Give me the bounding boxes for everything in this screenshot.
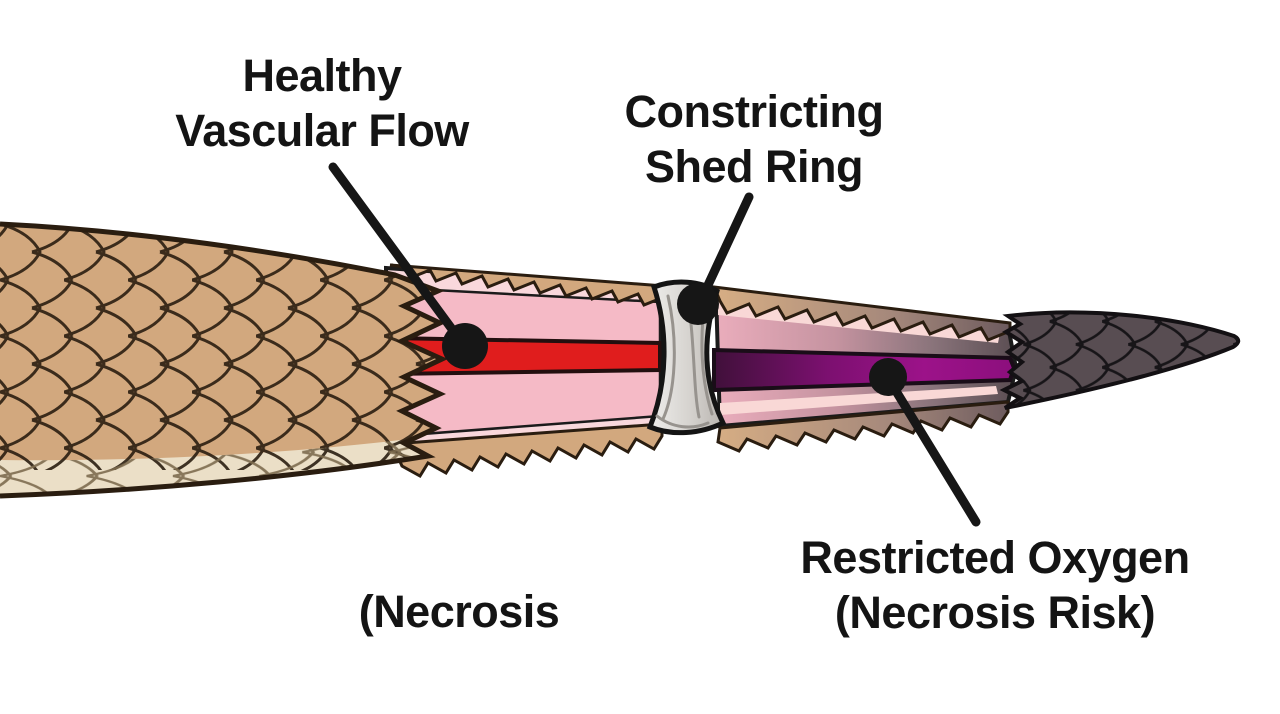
restricted-pointer-line	[883, 373, 981, 527]
healthy-scale-row-top	[389, 263, 666, 307]
label-necrosis-partial: (Necrosis	[359, 584, 560, 639]
label-line: Healthy	[242, 50, 402, 101]
snake-body-outline	[0, 221, 448, 499]
ring-pointer-line	[697, 192, 754, 303]
tail-tip	[999, 310, 1241, 410]
necrotic-scale-row-bottom	[716, 400, 1010, 453]
label-line: (Necrosis	[358, 586, 560, 637]
necrotic-cutaway-section	[711, 285, 1019, 453]
label-line: Constricting	[624, 86, 885, 137]
snake-body	[0, 221, 448, 499]
label-restricted-oxygen: Restricted Oxygen (Necrosis Risk)	[800, 530, 1190, 640]
healthy-scale-row-bottom	[389, 422, 664, 479]
ring-pointer-dot	[677, 283, 719, 325]
restricted-pointer-dot	[869, 358, 907, 396]
label-healthy-vascular-flow: Healthy Vascular Flow	[175, 48, 469, 158]
healthy-pointer-dot	[442, 323, 488, 369]
necrotic-scale-row-top	[711, 285, 1012, 342]
label-constricting-shed-ring: Constricting Shed Ring	[624, 84, 885, 194]
healthy-pointer-line	[328, 162, 465, 345]
label-line: (Necrosis Risk)	[834, 587, 1156, 638]
annotation-pointers	[328, 162, 981, 527]
label-line: Restricted Oxygen	[800, 532, 1190, 583]
label-line: Vascular Flow	[175, 105, 469, 156]
necrotic-stripe-bottom	[720, 386, 998, 415]
label-line: Shed Ring	[645, 141, 864, 192]
